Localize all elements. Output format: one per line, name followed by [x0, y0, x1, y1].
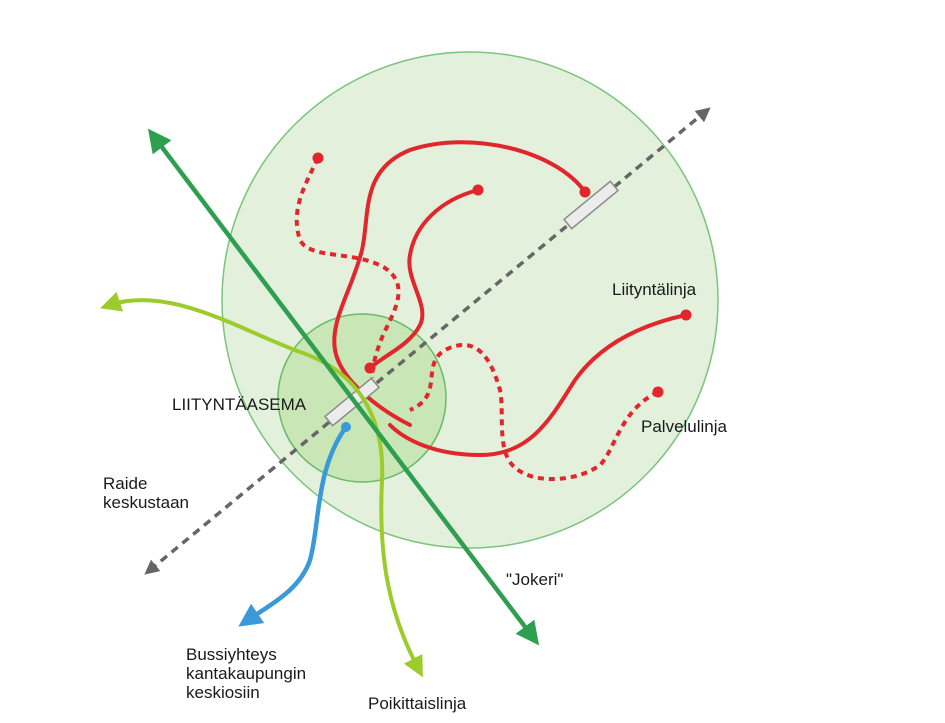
raide-label-line2: keskustaan [103, 493, 189, 512]
feeder-endpoint-dot [680, 309, 692, 321]
bussiyhteys-start-dot [341, 422, 351, 432]
poikittaislinja-label: Poikittaislinja [368, 694, 467, 713]
outer-service-zone [221, 51, 719, 549]
jokeri-label: "Jokeri" [506, 570, 563, 589]
service-endpoint-dot [652, 386, 664, 398]
feeder-endpoint-dot [364, 362, 376, 374]
raide-label-line1: Raide [103, 474, 147, 493]
rail-station-upper [562, 180, 620, 230]
jokeri-line [147, 128, 540, 646]
bussiyhteys-label-line1: Bussiyhteys [186, 645, 277, 664]
feeder-endpoint-dot [472, 184, 484, 196]
service-endpoint-dot [312, 152, 324, 164]
liityntaasema-label: LIITYNTÄASEMA [172, 395, 307, 414]
palvelulinja-label: Palvelulinja [641, 417, 728, 436]
bussiyhteys-label-line3: keskiosiin [186, 683, 260, 702]
liityntalinja-label: Liityntälinja [612, 280, 697, 299]
bussiyhteys-label-line2: kantakaupungin [186, 664, 306, 683]
feeder-endpoint-dot [579, 186, 591, 198]
bussiyhteys-line [238, 425, 348, 627]
